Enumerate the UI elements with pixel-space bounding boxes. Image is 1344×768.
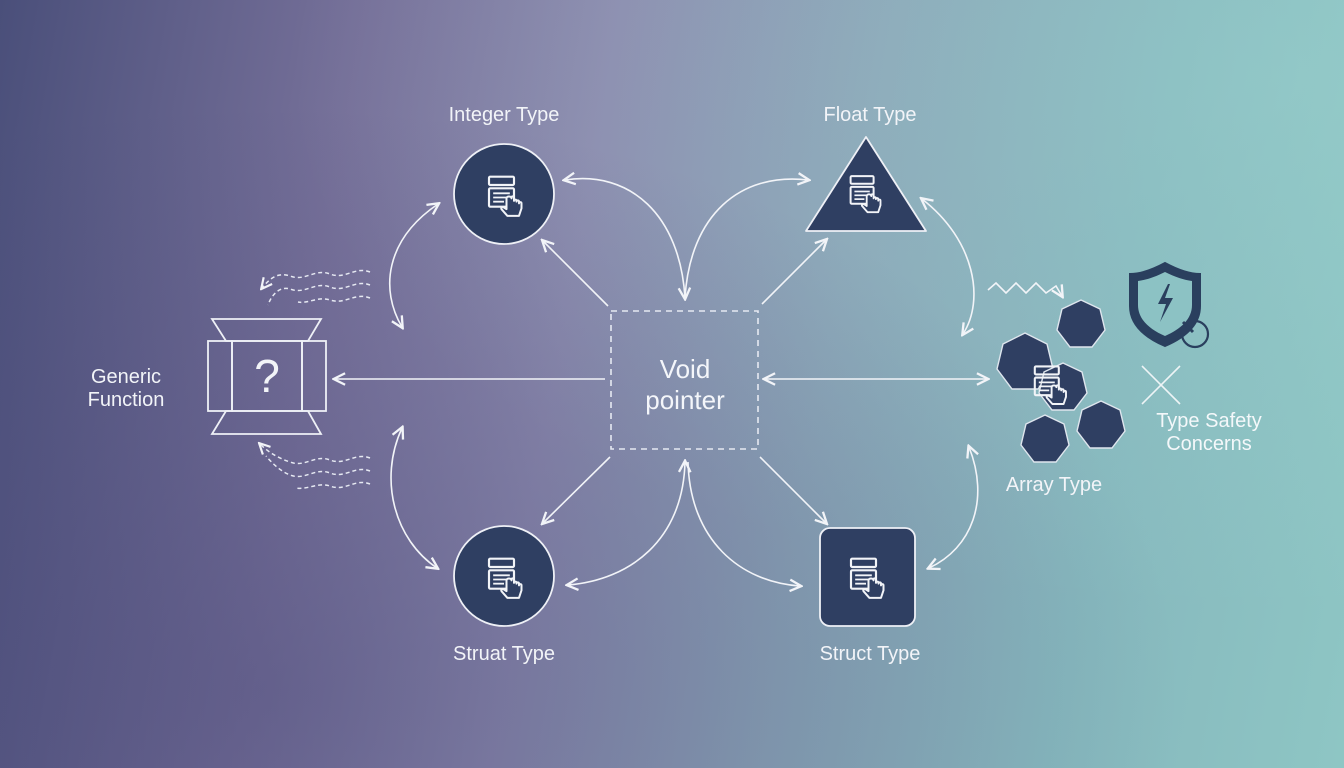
- curved-connectors: [388, 179, 978, 586]
- generic-function-line1: Generic: [90, 366, 162, 388]
- integer-type-label: Integer Type: [448, 104, 560, 126]
- float-type-label: Float Type: [823, 104, 917, 126]
- curve-generic-union: [390, 428, 437, 568]
- heptagon-shape: [1020, 414, 1070, 463]
- arrow-center-struct: [759, 456, 826, 523]
- float-node: [805, 136, 927, 232]
- integer-node: [453, 143, 555, 245]
- generic-function-label: Generic Function: [70, 366, 182, 412]
- generic-flow-lines: [260, 269, 371, 490]
- arrow-center-integer: [543, 241, 609, 307]
- struct-node: [819, 527, 916, 627]
- heptagon-shape: [1056, 299, 1106, 348]
- cross-icon: [1141, 365, 1181, 405]
- curve-array-struct: [929, 447, 978, 568]
- arrow-center-float: [761, 240, 826, 305]
- type-safety-line2: Concerns: [1166, 433, 1252, 455]
- curve-center-union: [568, 462, 685, 585]
- shield-lightning-icon: [1129, 261, 1210, 349]
- arrow-center-union: [543, 456, 611, 523]
- void-pointer-line1: Void: [659, 354, 711, 384]
- curve-integer-center: [565, 179, 685, 298]
- type-safety-label: Type Safety Concerns: [1140, 410, 1278, 456]
- union-node: [453, 525, 555, 627]
- question-mark-glyph: ?: [254, 350, 280, 402]
- curve-center-float: [684, 179, 808, 299]
- array-type-label: Array Type: [1005, 474, 1103, 496]
- curve-float-array: [922, 199, 975, 334]
- struct-type-label: Struct Type: [819, 643, 921, 665]
- void-pointer-box: [610, 310, 759, 450]
- void-pointer-line2: pointer: [645, 385, 725, 415]
- type-safety-line1: Type Safety: [1156, 410, 1262, 432]
- curve-center-struct: [687, 461, 800, 586]
- array-node: [996, 299, 1126, 463]
- void-pointer-label: Void pointer: [610, 354, 760, 416]
- curve-integer-generic: [388, 204, 438, 327]
- zigzag-line: [987, 281, 1062, 296]
- generic-function-icon: [207, 318, 327, 435]
- union-type-label: Struat Type: [453, 643, 555, 665]
- heptagon-shape: [1076, 400, 1126, 449]
- generic-function-line2: Function: [87, 389, 165, 411]
